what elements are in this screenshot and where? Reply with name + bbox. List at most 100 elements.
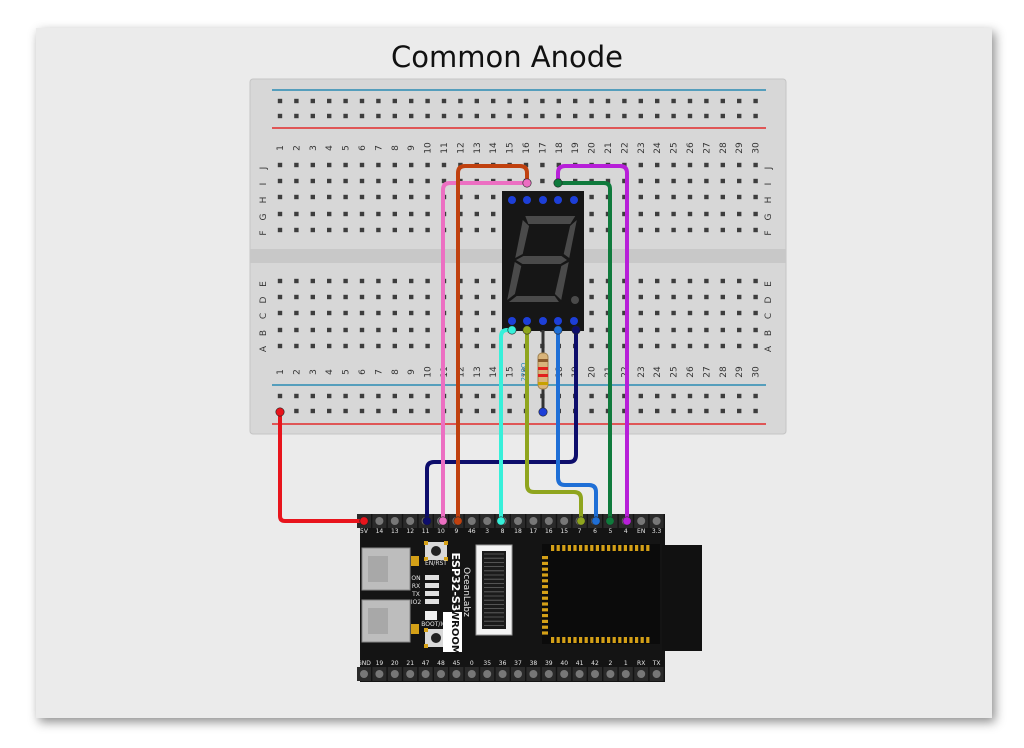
breadboard-hole [737,178,742,184]
rail-hole [737,98,742,104]
breadboard-hole [753,211,758,217]
header-pin-bottom [421,670,430,678]
breadboard-hole [622,343,627,349]
pin-label-top: 12 [406,528,414,535]
pin-label-bottom: 2 [608,660,612,667]
wire-endpoint [438,516,448,526]
breadboard-hole [671,211,676,217]
button-leg [424,541,428,545]
column-number-top: 9 [407,145,417,151]
header-pin-bottom [652,670,661,678]
breadboard-hole [671,178,676,184]
breadboard-hole [327,310,332,316]
breadboard-hole [720,327,725,333]
rail-hole [720,113,725,119]
module-name: WROOM [449,609,460,655]
column-number-bottom: 20 [588,366,598,378]
rail-hole [720,408,725,414]
breadboard-hole [425,227,430,233]
breadboard-hole [294,278,299,284]
wire-pin9 [456,164,529,523]
breadboard-hole [589,327,594,333]
breadboard-hole [277,194,283,200]
pin-label-top: 46 [468,528,476,535]
rail-hole [343,98,348,104]
display-pin-bottom [570,317,578,325]
breadboard-hole [753,194,758,200]
header-pin-bottom [514,670,522,678]
header-pin-bottom [467,670,476,678]
rail-hole [655,408,660,414]
led-label: RX [412,583,420,590]
breadboard-hole [737,162,742,168]
column-number-top: 19 [571,142,581,154]
breadboard-hole [655,278,660,284]
breadboard-hole [655,162,660,168]
module-pad-bottom [595,637,599,643]
breadboard-hole [376,294,381,300]
header-pin-top [467,517,476,525]
rail-hole [753,393,758,399]
rail-hole [458,113,463,119]
column-number-bottom: 7 [374,369,384,375]
breadboard-hole [737,327,742,333]
header-pin-bottom [544,670,553,678]
column-number-bottom: 8 [391,369,401,375]
rail-hole [523,98,529,104]
breadboard-hole [720,178,725,184]
module-pad-left [542,614,548,618]
column-number-top: 8 [391,145,401,151]
display-pin-bottom [523,317,531,325]
module-pad-left [542,625,548,629]
breadboard-hole [704,178,709,184]
module-pad-top [629,545,633,551]
breadboard-hole [458,310,463,316]
rail-hole [573,113,578,119]
breadboard-hole [327,343,332,349]
rail-hole [327,393,332,399]
rail-hole [491,393,496,399]
rail-hole [671,98,676,104]
smd-pad [411,556,419,566]
breadboard-hole [687,278,693,284]
rail-hole [277,113,283,119]
pin-label-bottom: 40 [560,660,568,667]
rail-hole [589,408,594,414]
breadboard-hole [491,227,496,233]
rail-hole [556,113,561,119]
breadboard-hole [359,310,365,316]
breadboard-hole [638,178,643,184]
led-label: IO2 [411,599,421,606]
column-number-top: 16 [522,142,532,154]
breadboard-hole [376,162,381,168]
column-number-top: 26 [686,142,696,154]
column-number-top: 3 [309,145,319,151]
breadboard-hole [343,227,348,233]
pin-label-bottom: RX [637,660,645,667]
breadboard-hole [720,278,725,284]
breadboard-hole [409,310,414,316]
rail-hole [671,113,676,119]
wire-endpoint [538,407,548,417]
pin-label-top: 13 [391,528,399,535]
rail-hole [343,408,348,414]
breadboard-hole [425,194,430,200]
breadboard-hole [277,310,283,316]
rail-hole [704,393,709,399]
breadboard-hole [277,294,283,300]
breadboard-hole [409,327,414,333]
breadboard-hole [409,343,414,349]
breadboard-hole [671,327,676,333]
rail-hole [737,113,742,119]
pin-label-bottom: 36 [499,660,507,667]
breadboard-hole [294,327,299,333]
rail-hole [622,408,627,414]
column-number-bottom: 6 [358,369,368,375]
module-pad-bottom [601,637,605,643]
rail-hole [687,408,693,414]
rail-hole [425,408,430,414]
rail-hole [458,98,463,104]
breadboard-hole [327,162,332,168]
pin-label-top: 16 [545,528,553,535]
breadboard-hole [425,343,430,349]
